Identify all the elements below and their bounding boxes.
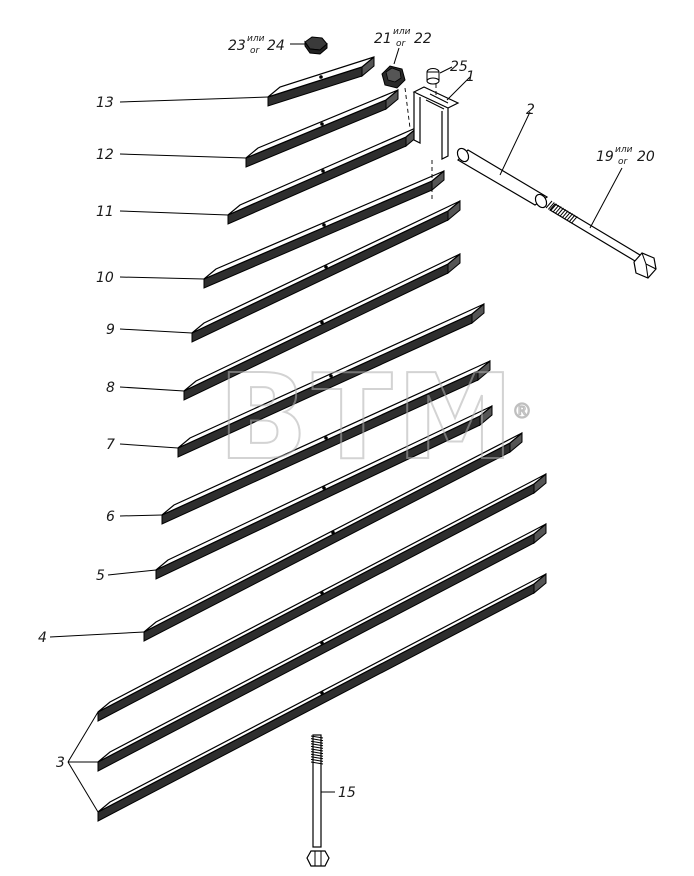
- label-19-or-20: 19 или or 20: [596, 145, 655, 167]
- spring-leaf-3a: [97, 472, 547, 722]
- label-9: 9: [106, 322, 115, 338]
- svg-text:или: или: [393, 27, 411, 37]
- svg-text:20: 20: [637, 149, 655, 165]
- spring-leaf-9: [191, 199, 461, 343]
- spring-leaf-8: [183, 252, 461, 401]
- spring-leaf-4: [143, 431, 523, 642]
- spring-leaf-3c: [97, 572, 547, 822]
- spring-leaves: [97, 55, 547, 822]
- label-12: 12: [96, 147, 114, 163]
- label-5: 5: [96, 568, 105, 584]
- spring-leaf-11: [227, 125, 419, 225]
- label-21-or-22: 21 или or 22: [374, 27, 432, 49]
- svg-text:22: 22: [414, 31, 432, 47]
- spring-leaf-5: [155, 404, 493, 580]
- watermark-text: BTM: [218, 348, 518, 486]
- watermark-registered-mark: ®: [512, 399, 532, 423]
- label-15: 15: [338, 785, 356, 801]
- svg-text:или: или: [247, 34, 265, 44]
- center-bolt-15: [306, 734, 330, 867]
- label-4: 4: [38, 630, 47, 646]
- label-8: 8: [106, 380, 115, 396]
- svg-text:19: 19: [596, 149, 614, 165]
- svg-text:21: 21: [374, 31, 392, 47]
- svg-text:или: или: [615, 145, 633, 155]
- leader-lines: [49, 43, 623, 813]
- nut-23-24: [304, 36, 328, 55]
- pin-25: [426, 68, 440, 85]
- assembly-guides: [404, 84, 437, 200]
- spacer-tube-2: [456, 147, 549, 209]
- spring-leaf-3b: [97, 522, 547, 772]
- label-2: 2: [526, 102, 535, 118]
- label-6: 6: [106, 509, 115, 525]
- nut-21-22: [381, 65, 406, 89]
- svg-text:23: 23: [228, 38, 246, 54]
- label-3: 3: [56, 755, 65, 771]
- part-labels: 13 12 11 10 9 8 7 6 5 4 3 15 25 1 2 23 и…: [38, 27, 655, 801]
- label-23-or-24: 23 или or 24: [228, 34, 285, 56]
- svg-text:or: or: [396, 39, 407, 49]
- label-13: 13: [96, 95, 114, 111]
- svg-text:or: or: [618, 157, 629, 167]
- label-11: 11: [96, 204, 114, 220]
- label-7: 7: [106, 437, 115, 453]
- label-1: 1: [466, 69, 475, 85]
- svg-text:24: 24: [267, 38, 285, 54]
- label-10: 10: [96, 270, 114, 286]
- bolt-19-20: [545, 200, 657, 279]
- spring-leaf-12: [245, 88, 399, 168]
- spring-leaf-13: [267, 55, 375, 107]
- clamp-bracket-1: [412, 86, 460, 160]
- spring-leaf-7: [177, 302, 485, 458]
- svg-text:or: or: [250, 46, 261, 56]
- spring-leaf-6: [161, 359, 491, 525]
- label-25: 25: [450, 59, 468, 75]
